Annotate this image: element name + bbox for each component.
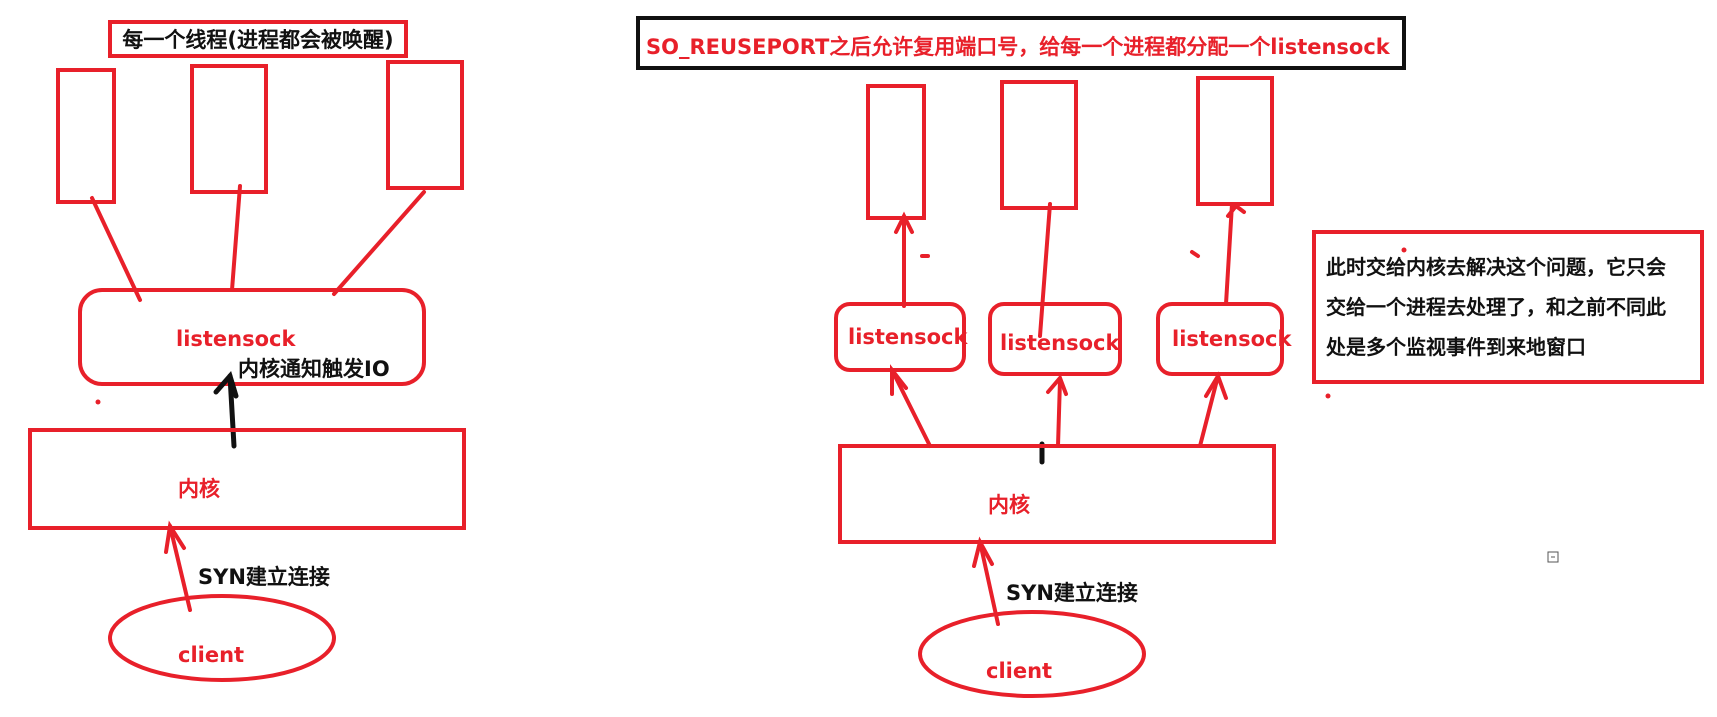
right-up-arrow-3-head <box>1226 203 1246 218</box>
left-listensock-box <box>78 288 426 386</box>
right-kernel-box <box>838 444 1276 544</box>
right-up-arrow-2-line <box>1038 202 1052 338</box>
left-syn-arrow-line <box>168 524 192 612</box>
right-stray-mark-2 <box>1190 250 1200 258</box>
right-up-arrow-1-head <box>894 211 914 234</box>
right-kernel-arrow-1-line <box>890 368 932 448</box>
left-connector-1 <box>90 196 142 302</box>
right-kernel-arrow-1-head <box>890 364 908 396</box>
right-process-box-2 <box>1000 80 1078 210</box>
left-client-ellipse <box>108 594 336 682</box>
right-process-box-1 <box>866 84 926 220</box>
left-title-box <box>108 20 408 58</box>
right-stray-dot-2 <box>1325 393 1331 399</box>
left-process-box-3 <box>386 60 464 190</box>
right-diagram: SO_REUSEPORT之后允许复用端口号，给每一个进程都分配一个listens… <box>636 16 1704 698</box>
left-kernel-label: 内核 <box>178 477 220 501</box>
right-stray-dot-1 <box>1401 247 1407 253</box>
right-listensock-label-1: listensock <box>848 325 969 349</box>
right-kernel-arrow-2-head <box>1046 374 1068 396</box>
left-process-box-2 <box>190 64 268 194</box>
left-title: 每一个线程(进程都会被唤醒) <box>122 28 393 52</box>
right-syn-arrow-line <box>978 540 1000 626</box>
right-up-arrow-3-line <box>1224 202 1234 306</box>
left-process-box-1 <box>56 68 116 204</box>
right-listensock-box-2 <box>988 302 1122 376</box>
right-process-box-3 <box>1196 76 1274 206</box>
right-kernel-arrow-2-line <box>1056 378 1062 448</box>
left-listensock-label: listensock <box>176 327 297 351</box>
right-syn-arrow-head <box>972 536 994 568</box>
right-note-line-1: 此时交给内核去解决这个问题，它只会 <box>1326 255 1666 279</box>
left-client-label: client <box>178 643 244 667</box>
right-listensock-label-2: listensock <box>1000 331 1121 355</box>
right-syn-label: SYN建立连接 <box>1006 581 1138 605</box>
left-connector-3 <box>332 190 426 296</box>
right-title: SO_REUSEPORT之后允许复用端口号，给每一个进程都分配一个listens… <box>646 35 1391 59</box>
right-listensock-box-1 <box>834 302 966 372</box>
right-listensock-box-3 <box>1156 302 1284 376</box>
left-syn-arrow-head <box>164 520 186 554</box>
left-diagram: 每一个线程(进程都会被唤醒) listensock 内核通知触发IO 内核 SY… <box>28 20 466 682</box>
left-connector-2 <box>230 184 242 292</box>
right-note-line-2: 交给一个进程去处理了，和之前不同此 <box>1326 295 1666 319</box>
left-notify-arrow-line <box>227 373 237 449</box>
right-note-box <box>1312 230 1704 384</box>
right-client-label: client <box>986 659 1052 683</box>
right-kernel-label: 内核 <box>988 493 1030 517</box>
right-kernel-arrow-3-head <box>1204 371 1228 400</box>
left-stray-dot <box>95 399 101 405</box>
right-title-box <box>636 16 1406 70</box>
resize-handle-icon <box>1547 551 1559 563</box>
right-client-ellipse <box>918 610 1146 698</box>
right-listensock-label-3: listensock <box>1172 327 1293 351</box>
right-note-line-3: 处是多个监视事件到来地窗口 <box>1325 335 1586 359</box>
left-syn-label: SYN建立连接 <box>198 565 330 589</box>
left-notify-label: 内核通知触发IO <box>238 357 390 381</box>
left-kernel-box <box>28 428 466 530</box>
left-notify-arrow-head <box>213 370 239 399</box>
right-kernel-arrow-3-line <box>1198 374 1220 448</box>
